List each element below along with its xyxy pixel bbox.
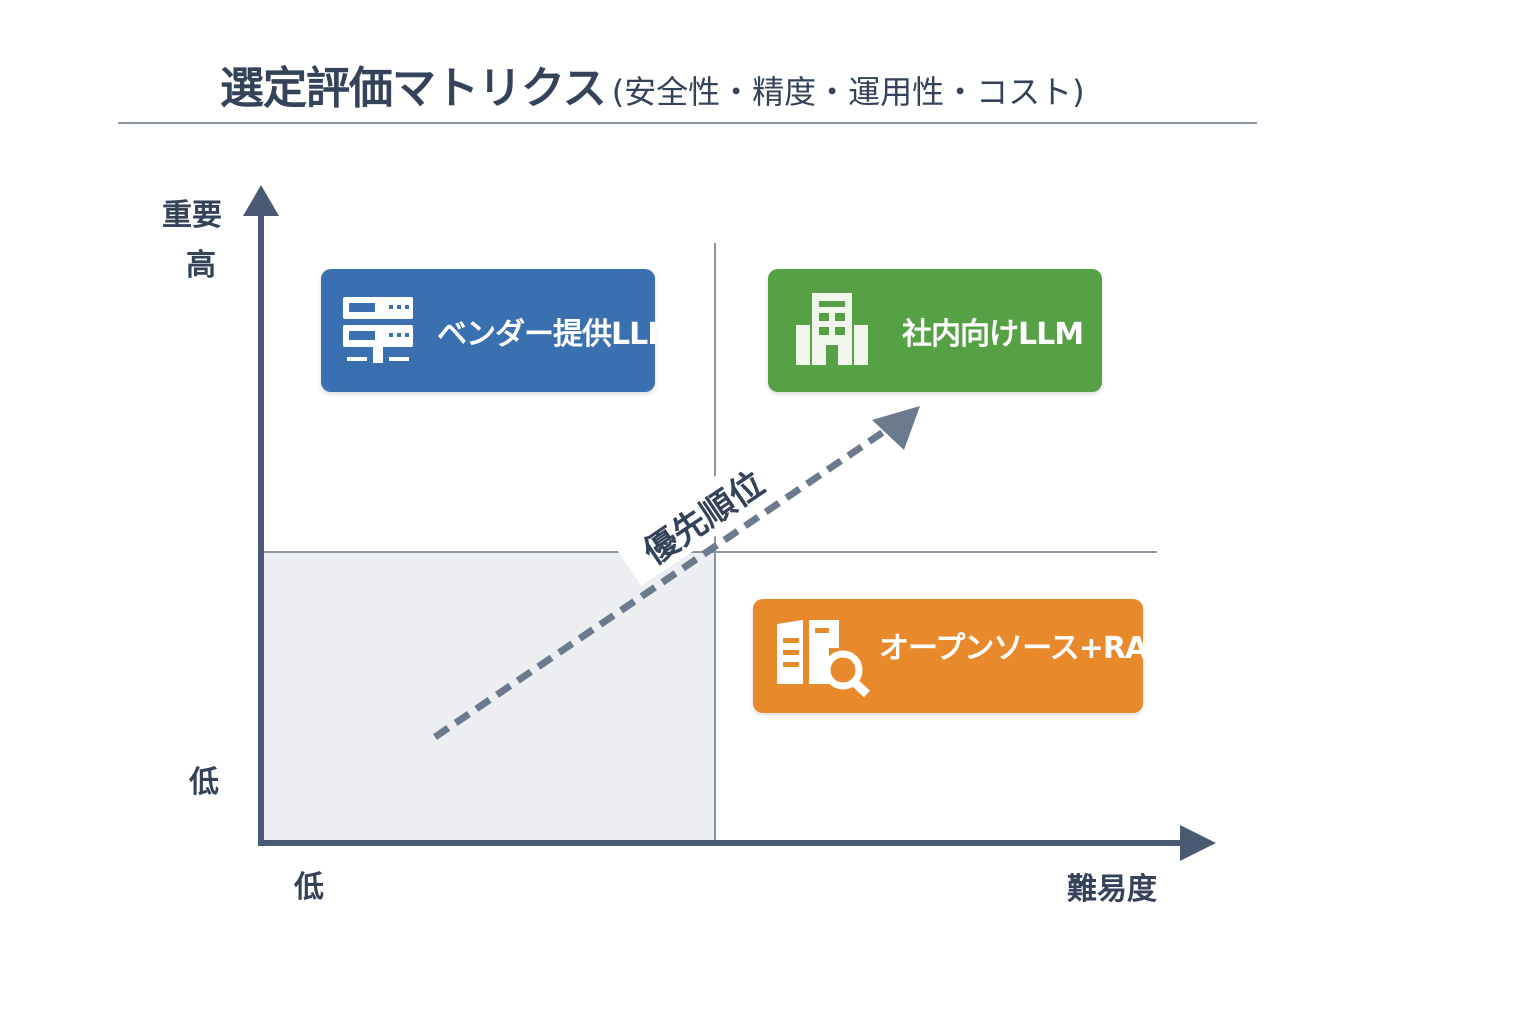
y-axis-arrowhead bbox=[243, 185, 279, 216]
title-main: 選定評価マトリクス bbox=[220, 63, 607, 114]
document-search-icon bbox=[777, 620, 871, 698]
x-low-label: 低 bbox=[294, 870, 324, 905]
x-axis-label: 難易度 bbox=[1067, 872, 1157, 907]
y-axis-label: 重要 bbox=[162, 198, 222, 233]
quadrant-vendor-llm: ベンダー提供LLM bbox=[321, 269, 677, 392]
page-title: 選定評価マトリクス(安全性・精度・運用性・コスト) bbox=[220, 52, 1085, 116]
quadrant-internal-llm: 社内向けLLM bbox=[768, 269, 1102, 392]
priority-arrowhead bbox=[872, 406, 920, 450]
y-high-label: 高 bbox=[186, 248, 216, 283]
quadrant-label: 社内向けLLM bbox=[902, 316, 1084, 352]
low-low-quadrant-shade bbox=[263, 552, 715, 842]
priority-arrow-line bbox=[433, 421, 897, 740]
title-underline bbox=[118, 122, 1257, 124]
quadrant-label: オープンソース+RAG bbox=[879, 631, 1172, 666]
server-icon bbox=[343, 296, 413, 363]
title-sub: (安全性・精度・運用性・コスト) bbox=[611, 73, 1085, 111]
building-icon bbox=[796, 292, 868, 365]
x-axis-arrowhead bbox=[1180, 825, 1216, 861]
quadrant-opensource-rag: オープンソース+RAG bbox=[753, 599, 1172, 713]
y-low-label: 低 bbox=[189, 765, 219, 800]
quadrant-label: ベンダー提供LLM bbox=[437, 316, 677, 352]
